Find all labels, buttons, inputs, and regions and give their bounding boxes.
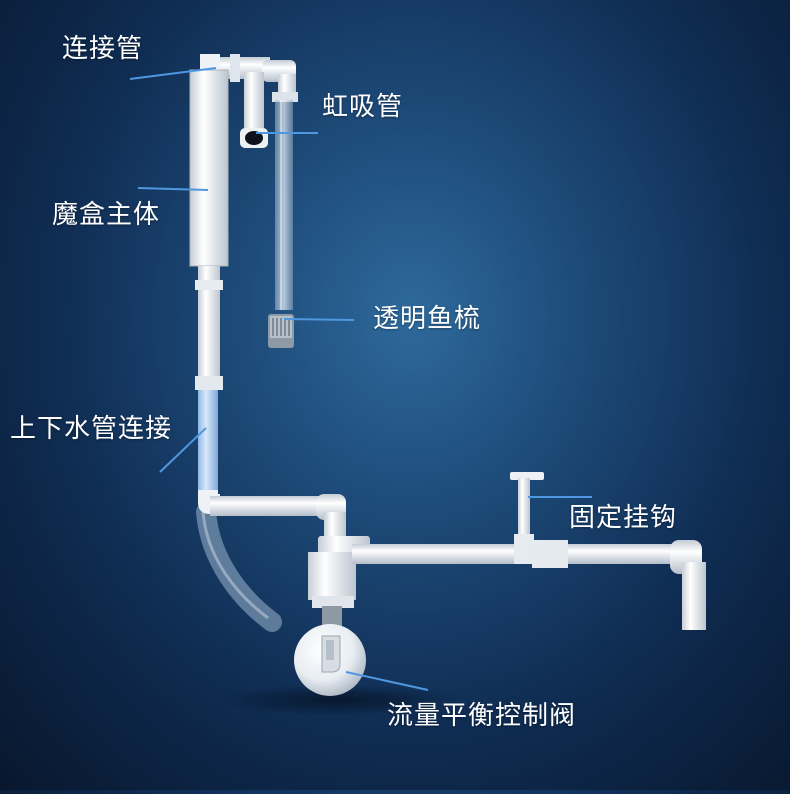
label-connector-pipe: 连接管	[62, 34, 144, 64]
leader-connector-pipe	[129, 67, 217, 80]
leader-pipe-joint	[159, 427, 207, 473]
fixing-hook	[510, 472, 544, 564]
leader-lines	[129, 67, 592, 691]
leader-box-body	[137, 187, 209, 191]
clear-comb	[268, 314, 294, 348]
floor-shadow	[220, 684, 460, 716]
label-clear-comb: 透明鱼梳	[373, 304, 482, 334]
label-siphon-tube: 虹吸管	[322, 92, 404, 122]
leader-flow-valve	[345, 671, 429, 691]
leader-clear-comb	[283, 318, 355, 321]
siphon-tube	[240, 72, 268, 148]
label-flow-valve: 流量平衡控制阀	[387, 701, 577, 731]
label-fixing-hook: 固定挂钩	[569, 503, 678, 533]
drain-pipe	[195, 266, 223, 502]
label-box-body: 魔盒主体	[52, 200, 161, 230]
label-pipe-joint: 上下水管连接	[10, 414, 173, 444]
clear-tube	[272, 74, 298, 310]
flow-balance-valve	[294, 624, 366, 696]
hose-highlight	[201, 511, 269, 620]
box-body	[189, 69, 229, 267]
flexible-hose	[196, 502, 282, 632]
